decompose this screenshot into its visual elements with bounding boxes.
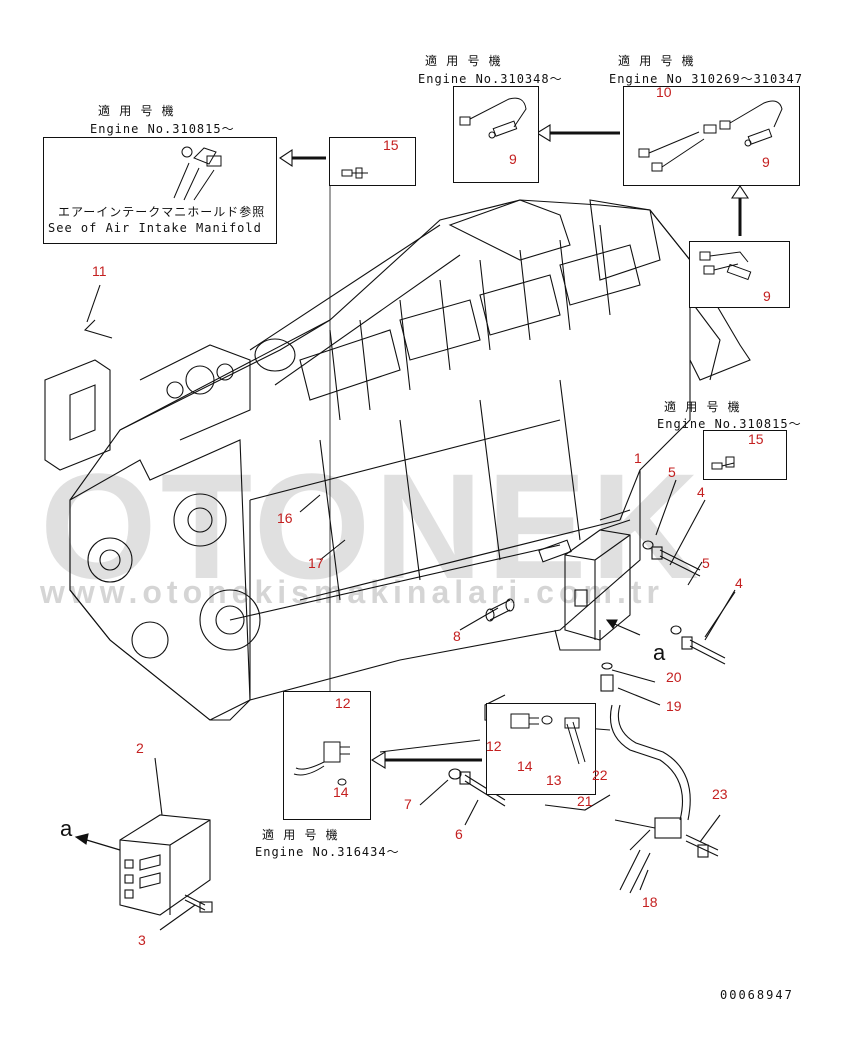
ref-a-right: a [653, 640, 666, 665]
callout-14: 14 [517, 758, 533, 774]
applicability-label-en: Engine No.316434～ [255, 845, 400, 859]
callout-13: 13 [546, 772, 562, 788]
callout-3: 3 [138, 932, 146, 948]
callout-15: 15 [748, 431, 764, 447]
callout-16: 16 [277, 510, 293, 526]
callout-1: 1 [634, 450, 642, 466]
sensor-bolt-icon [173, 146, 222, 201]
callout-4: 4 [697, 484, 705, 500]
sensor-12-box [283, 691, 371, 820]
callout-14: 14 [333, 784, 349, 800]
callout-22: 22 [592, 767, 608, 783]
applicability-label-en: Engine No.310815～ [657, 417, 802, 431]
sensor-9-box-middle [453, 86, 539, 183]
applicability-label-jp: 適 用 号 機 [262, 828, 339, 842]
intake-ref-en: See of Air Intake Manifold [48, 221, 262, 235]
harness-10-icon [638, 100, 783, 172]
callout-20: 20 [666, 669, 682, 685]
sensor-15-box-right [703, 430, 787, 480]
callout-6: 6 [455, 826, 463, 842]
callout-12: 12 [486, 738, 502, 754]
applicability-label-jp: 適 用 号 機 [425, 54, 502, 68]
sensor-15-icon [341, 167, 368, 179]
callout-17: 17 [308, 555, 324, 571]
callout-18: 18 [642, 894, 658, 910]
applicability-label-en: Engine No.310348～ [418, 72, 563, 86]
applicability-label-jp: 適 用 号 機 [618, 54, 695, 68]
sensor-9-icon [459, 97, 527, 139]
intake-reference-box: エアーインテークマニホールド参照 See of Air Intake Manif… [43, 137, 277, 244]
callout-4: 4 [735, 575, 743, 591]
callout-9: 9 [762, 154, 770, 170]
ref-a-left: a [60, 816, 73, 841]
sensor-12-13-14-box [486, 703, 596, 795]
callout-9: 9 [763, 288, 771, 304]
sensor-9-10-box [623, 86, 800, 186]
callout-7: 7 [404, 796, 412, 812]
callout-19: 19 [666, 698, 682, 714]
watermark-logo: OTONEK [40, 442, 703, 610]
callout-8: 8 [453, 628, 461, 644]
sensor-12-icon [510, 713, 586, 765]
sensor-15-box [329, 137, 416, 186]
sensor-12-icon [293, 741, 350, 786]
applicability-label-en: Engine No 310269～310347 [609, 72, 803, 86]
sensor-15-icon [711, 456, 735, 470]
applicability-label-en: Engine No.310815～ [90, 122, 235, 136]
callout-10: 10 [656, 84, 672, 100]
applicability-label-jp: 適 用 号 機 [664, 400, 741, 414]
callout-15: 15 [383, 137, 399, 153]
callout-5: 5 [702, 555, 710, 571]
callout-12: 12 [335, 695, 351, 711]
intake-ref-jp: エアーインテークマニホールド参照 [58, 205, 266, 219]
callout-11: 11 [92, 263, 107, 279]
applicability-label-jp: 適 用 号 機 [98, 104, 175, 118]
callout-21: 21 [577, 793, 593, 809]
sensor-9-icon [699, 251, 752, 281]
callout-2: 2 [136, 740, 144, 756]
callout-5: 5 [668, 464, 676, 480]
callout-23: 23 [712, 786, 728, 802]
sensor-9-box-right [689, 241, 790, 308]
callout-9: 9 [509, 151, 517, 167]
document-number: 00068947 [720, 988, 794, 1002]
watermark-url: www.otonekismakinalari.com.tr [40, 574, 664, 610]
